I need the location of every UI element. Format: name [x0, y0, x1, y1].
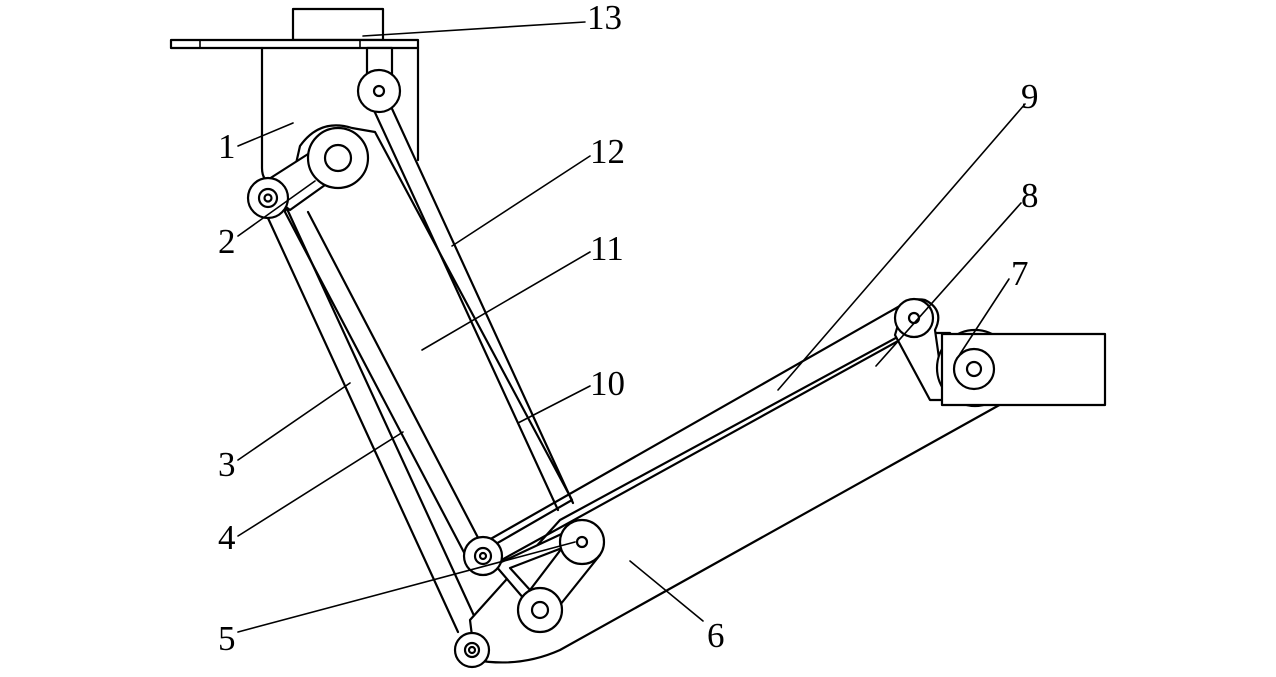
elbow-joint	[453, 631, 491, 669]
label-5: 5	[218, 619, 236, 658]
label-6: 6	[707, 616, 725, 655]
top-link	[356, 46, 402, 114]
label-3: 3	[218, 445, 236, 484]
rod-12	[370, 98, 575, 512]
rod-3-4	[260, 196, 478, 634]
label-12: 12	[590, 132, 625, 171]
upper-arm-11	[283, 124, 574, 562]
label-10: 10	[590, 364, 625, 403]
end-block-7	[935, 328, 1107, 408]
label-1: 1	[218, 127, 236, 166]
triangle-link-5	[462, 518, 606, 634]
label-2: 2	[218, 222, 236, 261]
label-11: 11	[590, 229, 624, 268]
leader-lines	[237, 21, 1026, 633]
label-13: 13	[587, 0, 622, 37]
rod-9	[478, 301, 920, 570]
shoulder-link-2	[246, 126, 370, 220]
mounting-plate-13	[169, 7, 420, 50]
label-7: 7	[1011, 254, 1029, 293]
label-9: 9	[1021, 77, 1039, 116]
label-8: 8	[1021, 176, 1039, 215]
wrist-pin	[893, 297, 935, 339]
label-4: 4	[218, 518, 236, 557]
